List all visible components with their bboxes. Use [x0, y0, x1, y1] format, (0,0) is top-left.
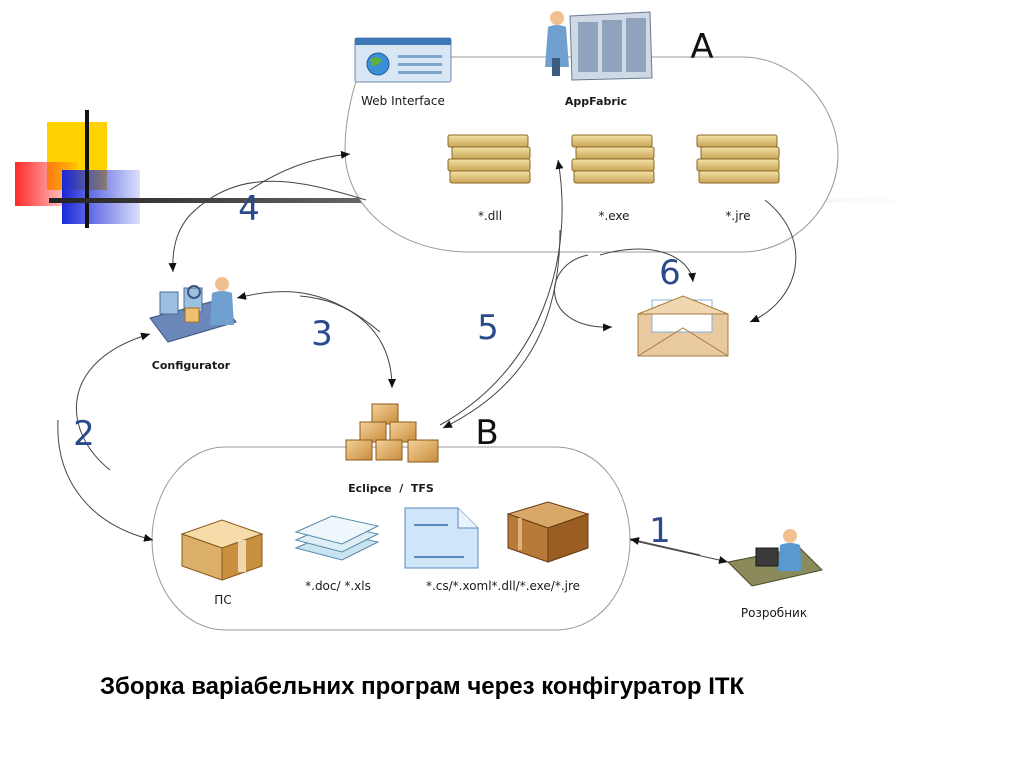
crate-icon: [506, 501, 590, 563]
eclipse-tfs-boxes-icon: [345, 403, 439, 463]
exe-books-icon: [571, 134, 655, 184]
exe-label: *.exe: [598, 209, 629, 223]
web-interface-icon: [354, 37, 452, 83]
jre-books-icon: [696, 134, 780, 184]
configurator-icon: [149, 277, 237, 343]
edge-4-head: [249, 150, 351, 191]
edge-3b: [299, 295, 396, 389]
group-a-letter: A: [690, 27, 713, 67]
step-4: 4: [238, 189, 260, 229]
caption: Зборка варіабельних програм через конфіг…: [100, 673, 745, 700]
edge-1: [629, 539, 729, 564]
envelope-icon: [637, 295, 729, 357]
edge-2: [75, 332, 151, 471]
appfabric-label: AppFabric: [565, 95, 627, 108]
edge-2b: [57, 419, 154, 542]
step-1: 1: [649, 511, 671, 551]
edge-1b: [629, 537, 701, 556]
step-6: 6: [659, 253, 681, 293]
code-file-icon: [404, 507, 479, 569]
developer-label: Розробник: [741, 606, 807, 620]
step-2: 2: [73, 414, 95, 454]
jre-label: *.jre: [725, 209, 750, 223]
code-files-label: *.cs/*.xoml*.dll/*.exe/*.jre: [426, 579, 580, 593]
dll-books-icon: [447, 134, 531, 184]
step-3: 3: [311, 314, 333, 354]
step-5: 5: [477, 308, 499, 348]
group-b-container: [151, 446, 631, 631]
edge-5: [439, 159, 564, 426]
edge-6c: [749, 199, 797, 323]
eclipse-tfs-label: Eclipce / TFS: [348, 482, 434, 495]
appfabric-server-icon: [545, 11, 653, 81]
developer-icon: [726, 529, 823, 587]
group-b-letter: B: [475, 413, 498, 453]
ps-box-icon: [180, 519, 264, 581]
documents-icon: [294, 515, 380, 561]
edge-6b: [599, 248, 696, 283]
web-interface-label: Web Interface: [361, 94, 445, 108]
edge-4: [168, 180, 367, 273]
dll-label: *.dll: [478, 209, 502, 223]
edge-3: [236, 291, 381, 333]
ps-label: ПС: [214, 593, 231, 607]
doc-xls-label: *.doc/ *.xls: [305, 579, 371, 593]
edge-6: [554, 254, 613, 332]
configurator-label: Configurator: [152, 359, 231, 372]
edges: [57, 150, 797, 564]
edge-5b: [442, 229, 561, 429]
